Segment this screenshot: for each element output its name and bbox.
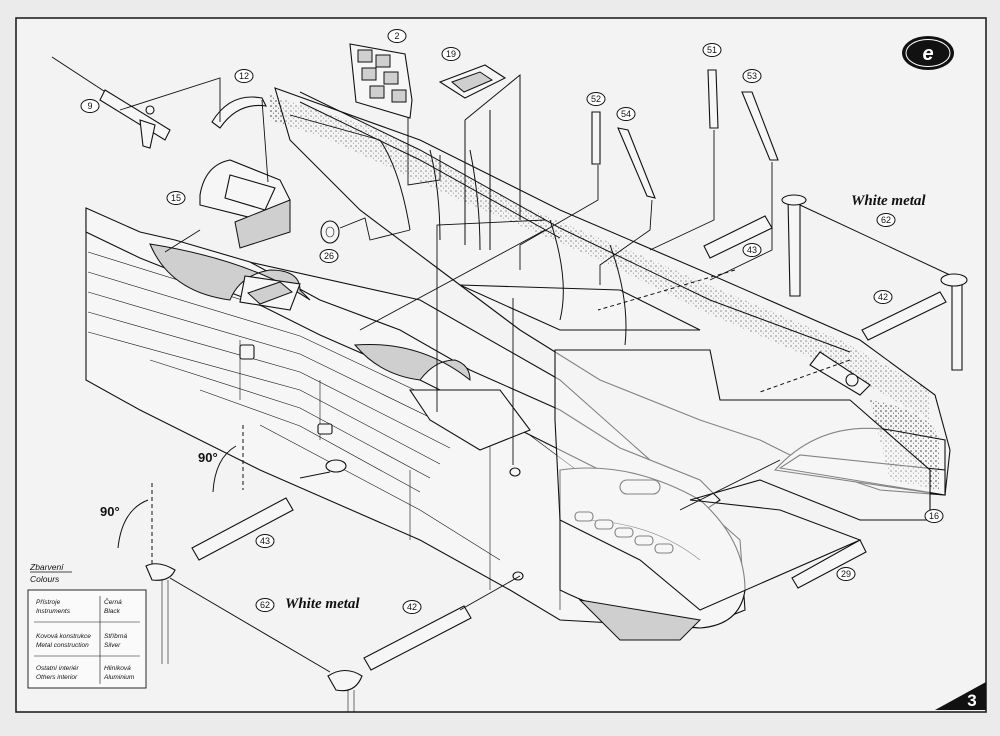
svg-text:62: 62 [260, 600, 270, 610]
svg-text:16: 16 [929, 511, 939, 521]
part-bracket-12 [211, 96, 267, 129]
cockpit-floor-panel [247, 281, 293, 305]
white-metal-label-top: White metal [851, 193, 926, 209]
svg-text:12: 12 [239, 71, 249, 81]
legend-row-1-colour-en: Black [104, 608, 121, 615]
svg-text:19: 19 [446, 49, 456, 59]
part-number-42-bottom: 42 [402, 600, 422, 614]
parts-strips [591, 69, 779, 199]
part-number-43-top: 43 [742, 243, 762, 257]
part-rod-29 [791, 539, 867, 589]
svg-text:9: 9 [87, 101, 92, 111]
legend-row-3-colour-cz: Hliníková [104, 665, 131, 672]
colours-legend: Zbarvení Colours Přístroje Instruments Č… [27, 562, 147, 689]
part-number-53: 53 [742, 69, 762, 83]
legend-row-1-part-en: Instruments [36, 608, 71, 615]
svg-text:54: 54 [621, 109, 631, 119]
part-instrument-panel-2 [349, 43, 413, 119]
angle-label-upper: 90° [198, 450, 218, 465]
part-rod-42-bottom [363, 605, 472, 671]
part-wheel-26 [320, 220, 340, 244]
angle-marks: 90° 90° [100, 425, 244, 566]
part-number-19: 19 [441, 47, 461, 61]
legend-table [27, 589, 147, 689]
part-gun-9 [51, 56, 171, 149]
angle-label-lower: 90° [100, 504, 120, 519]
svg-text:2: 2 [394, 31, 399, 41]
legend-title-en: Colours [30, 574, 60, 584]
part-number-52: 52 [586, 92, 606, 106]
part-rod-43-bottom [191, 497, 294, 561]
part-number-26: 26 [319, 249, 339, 263]
view-letter-e: e [922, 43, 933, 65]
svg-text:29: 29 [841, 569, 851, 579]
part-number-42-top: 42 [873, 290, 893, 304]
part-number-43-bottom: 43 [255, 534, 275, 548]
part-number-62-bottom: 62 [255, 598, 275, 612]
leader-lines [119, 77, 781, 611]
part-number-2: 2 [387, 29, 407, 43]
svg-text:51: 51 [707, 45, 717, 55]
part-struts-62-bottom [145, 563, 363, 712]
part-number-62-top: 62 [876, 213, 896, 227]
svg-text:43: 43 [260, 536, 270, 546]
legend-row-2-part-cz: Kovová konstrukce [36, 633, 91, 640]
part-number-15: 15 [166, 191, 186, 205]
svg-text:43: 43 [747, 245, 757, 255]
svg-text:42: 42 [407, 602, 417, 612]
part-number-12: 12 [234, 69, 254, 83]
legend-row-1-colour-cz: Černá [104, 597, 122, 606]
svg-text:52: 52 [591, 94, 601, 104]
svg-text:26: 26 [324, 251, 334, 261]
legend-row-2-colour-en: Silver [104, 642, 121, 649]
svg-text:42: 42 [878, 292, 888, 302]
part-number-54: 54 [616, 107, 636, 121]
legend-title-cz: Zbarvení [29, 562, 65, 572]
legend-row-1-part-cz: Přístroje [36, 599, 61, 606]
legend-row-3-part-en: Others interior [36, 674, 78, 681]
page-number-corner: 3 [935, 682, 986, 710]
internal-frames [379, 139, 627, 346]
window-frames [464, 73, 521, 250]
part-number-16: 16 [924, 509, 944, 523]
part-panel-19 [438, 64, 507, 99]
legend-row-3-part-cz: Ostatní interiér [36, 665, 79, 672]
legend-row-2-colour-cz: Stříbrná [104, 633, 128, 640]
alignment-arrows [597, 269, 851, 393]
part-number-29: 29 [836, 567, 856, 581]
part-number-9: 9 [80, 99, 100, 113]
svg-text:53: 53 [747, 71, 757, 81]
part-number-51: 51 [702, 43, 722, 57]
page-number: 3 [967, 691, 976, 710]
legend-row-3-colour-en: Aluminium [103, 674, 135, 681]
svg-text:62: 62 [881, 215, 891, 225]
part-rod-42-top [861, 291, 947, 341]
view-badge-e: e [902, 36, 954, 70]
legend-row-2-part-en: Metal construction [36, 642, 89, 649]
floor-section-rear [459, 284, 701, 331]
floor-panel [554, 349, 931, 611]
part-numbers: 2 9 12 15 19 26 52 54 51 53 62 43 42 16 … [80, 29, 944, 614]
svg-text:15: 15 [171, 193, 181, 203]
white-metal-label-bottom: White metal [285, 596, 360, 612]
part-struts-62-top [781, 194, 968, 371]
